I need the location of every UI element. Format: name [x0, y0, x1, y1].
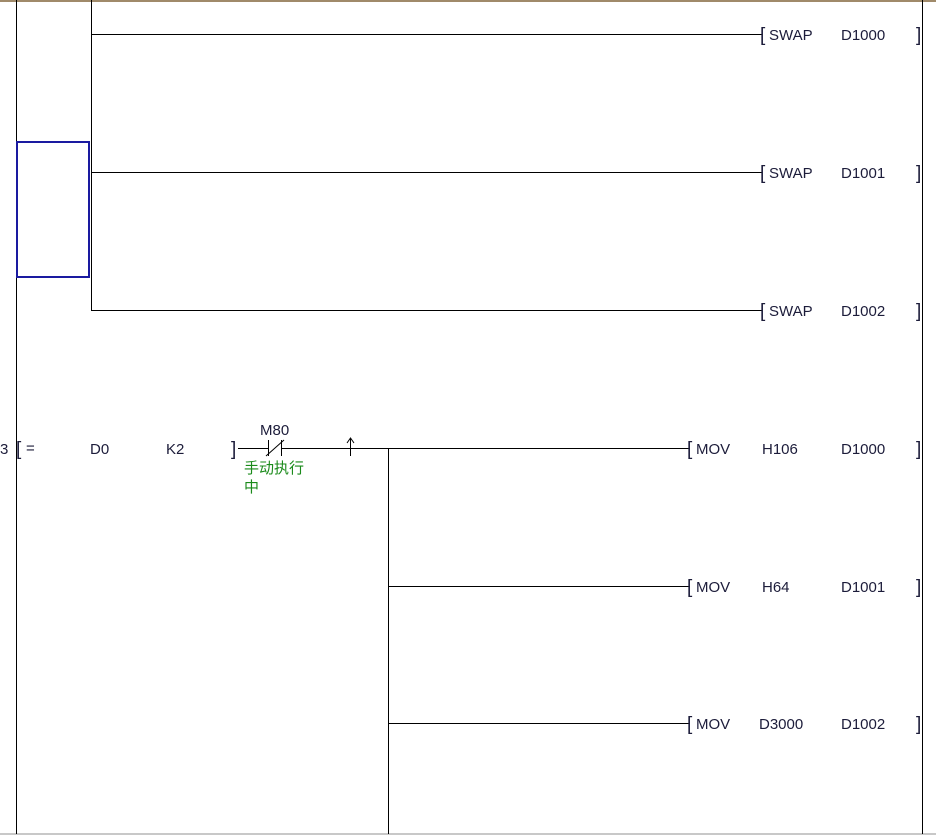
instruction-op: MOV	[696, 579, 730, 596]
instruction-swap-d1001[interactable]: [ SWAP D1001 ]	[760, 163, 921, 184]
bracket-close: ]	[916, 439, 921, 460]
compare-op: =	[26, 440, 35, 457]
step-number: 3	[0, 441, 8, 458]
instruction-mov-h106[interactable]: [ MOV H106 D1000 ]	[687, 439, 921, 460]
instruction-arg: D1002	[841, 716, 885, 733]
bracket-open: [	[16, 439, 22, 460]
bracket-close: ]	[916, 714, 921, 735]
device-comment: 手动执行	[244, 459, 304, 477]
bracket-open: [	[760, 25, 766, 46]
instruction-arg: D3000	[759, 716, 803, 733]
instruction-arg: D1000	[841, 27, 885, 44]
instruction-arg: D1000	[841, 441, 885, 458]
contact-m80[interactable]: M80 手动执行 中	[244, 422, 304, 496]
nc-slash-icon	[265, 439, 285, 457]
bracket-close: ]	[916, 25, 921, 46]
instruction-op: MOV	[696, 441, 730, 458]
instruction-arg: D1001	[841, 579, 885, 596]
bracket-close: ]	[916, 301, 921, 322]
compare-src1: D0	[90, 441, 109, 458]
instruction-swap-d1000[interactable]: [ SWAP D1000 ]	[760, 25, 921, 46]
compare-instruction[interactable]: [ = D0 K2 ]	[16, 439, 236, 460]
rung-3[interactable]: 3 [ = D0 K2 ] M80 手动执行 中 [ MOV H106	[0, 422, 921, 834]
rung-swap[interactable]: [ SWAP D1000 ] [ SWAP D1001 ] [ SWAP D10…	[91, 0, 921, 322]
instruction-swap-d1002[interactable]: [ SWAP D1002 ]	[760, 301, 921, 322]
rising-pulse-icon	[346, 437, 355, 456]
instruction-arg: H64	[762, 579, 790, 596]
device-comment: 中	[244, 478, 259, 496]
instruction-op: SWAP	[769, 303, 813, 320]
bracket-open: [	[687, 577, 693, 598]
instruction-mov-d3000[interactable]: [ MOV D3000 D1002 ]	[687, 714, 921, 735]
instruction-mov-h64[interactable]: [ MOV H64 D1001 ]	[687, 577, 921, 598]
instruction-op: SWAP	[769, 27, 813, 44]
bracket-open: [	[760, 301, 766, 322]
cell-cursor[interactable]	[16, 141, 90, 278]
bracket-close: ]	[916, 577, 921, 598]
contact-device: M80	[260, 422, 289, 439]
instruction-arg: H106	[762, 441, 798, 458]
bracket-open: [	[760, 163, 766, 184]
instruction-arg: D1002	[841, 303, 885, 320]
bracket-open: [	[687, 714, 693, 735]
instruction-op: MOV	[696, 716, 730, 733]
bracket-close: ]	[231, 439, 236, 460]
instruction-arg: D1001	[841, 165, 885, 182]
compare-src2: K2	[166, 441, 184, 458]
bracket-open: [	[687, 439, 693, 460]
bracket-close: ]	[916, 163, 921, 184]
instruction-op: SWAP	[769, 165, 813, 182]
